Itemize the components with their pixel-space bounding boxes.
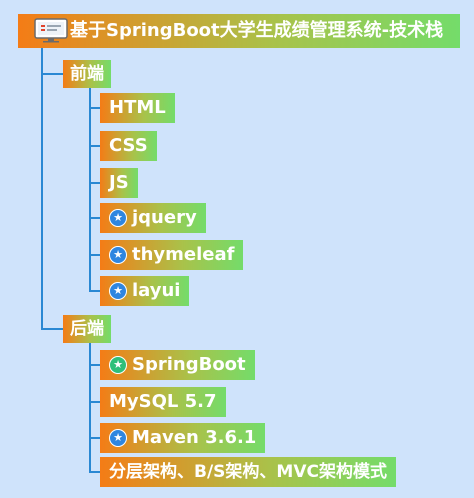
item-label: thymeleaf [132, 244, 235, 265]
connector-backend [41, 328, 63, 330]
monitor-icon [34, 18, 68, 43]
item-label: jquery [132, 207, 197, 228]
connector-frontend-trunk [89, 88, 91, 292]
connector-main [41, 48, 43, 330]
connector-frontend-branch [89, 254, 100, 256]
connector-frontend-branch [89, 217, 100, 219]
group-backend-label: 后端 [70, 319, 104, 339]
group-frontend-label: 前端 [70, 64, 104, 84]
item-label: 分层架构、B/S架构、MVC架构模式 [109, 462, 387, 482]
connector-backend-trunk [89, 343, 91, 473]
root-title: 基于SpringBoot大学生成绩管理系统-技术栈 [70, 20, 444, 41]
star-icon: ★ [109, 209, 127, 227]
group-frontend: 前端 [63, 60, 111, 88]
item-label: SpringBoot [132, 354, 246, 375]
item-label: layui [132, 280, 181, 301]
star-icon: ★ [109, 282, 127, 300]
item-label: Maven 3.6.1 [132, 427, 257, 448]
connector-backend-branch [89, 401, 100, 403]
connector-backend-branch [89, 437, 100, 439]
connector-frontend-branch [89, 107, 100, 109]
backend-item-springboot: ★ SpringBoot [100, 350, 255, 380]
connector-backend-branch [89, 364, 100, 366]
star-icon: ★ [109, 356, 127, 374]
connector-frontend-branch [89, 290, 100, 292]
connector-frontend [41, 73, 63, 75]
connector-frontend-branch [89, 182, 100, 184]
item-label: HTML [109, 97, 166, 118]
backend-item-architecture: 分层架构、B/S架构、MVC架构模式 [100, 457, 396, 487]
frontend-item-jquery: ★ jquery [100, 203, 206, 233]
frontend-item-js: JS [100, 168, 138, 198]
frontend-item-css: CSS [100, 131, 157, 161]
frontend-item-layui: ★ layui [100, 276, 190, 306]
frontend-item-html: HTML [100, 93, 175, 123]
connector-frontend-branch [89, 145, 100, 147]
group-backend: 后端 [63, 315, 111, 343]
item-label: CSS [109, 135, 148, 156]
star-icon: ★ [109, 246, 127, 264]
item-label: MySQL 5.7 [109, 391, 217, 412]
item-label: JS [109, 172, 129, 193]
root-node: 基于SpringBoot大学生成绩管理系统-技术栈 [18, 14, 460, 48]
connector-backend-branch [89, 471, 100, 473]
backend-item-maven: ★ Maven 3.6.1 [100, 423, 266, 453]
star-icon: ★ [109, 429, 127, 447]
backend-item-mysql: MySQL 5.7 [100, 387, 226, 417]
frontend-item-thymeleaf: ★ thymeleaf [100, 240, 244, 270]
